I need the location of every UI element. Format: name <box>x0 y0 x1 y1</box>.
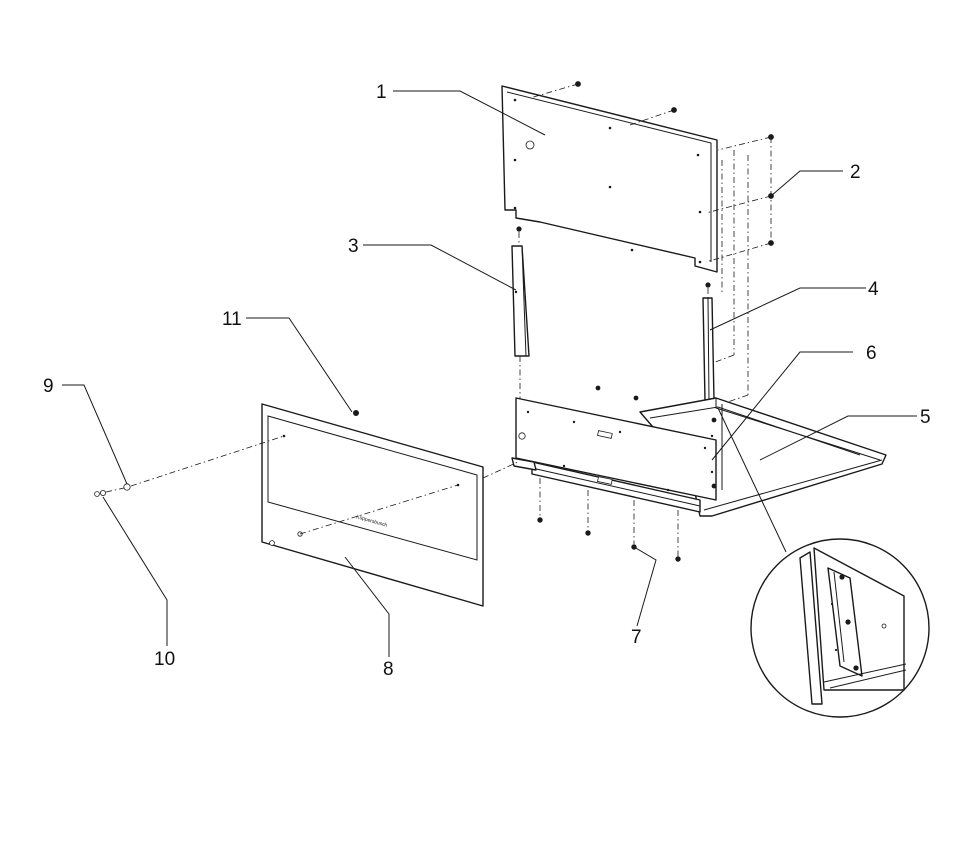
callout-1: 1 <box>376 82 387 103</box>
callout-5: 5 <box>920 407 931 428</box>
part-6-front-strip <box>511 385 717 513</box>
callout-8: 8 <box>383 659 394 680</box>
callout-4: 4 <box>868 279 879 300</box>
callout-11: 11 <box>222 309 242 330</box>
part-10-bolt <box>94 487 125 497</box>
part-3-left-bracket <box>511 226 530 400</box>
part-1-back-panel <box>501 85 718 273</box>
part-11-screw <box>299 409 519 535</box>
part-9-washer <box>123 435 285 491</box>
part-8-glass-panel: Küppersbusch <box>261 403 484 607</box>
detail-magnifier <box>717 407 930 718</box>
callout-labels: 1 2 3 4 5 6 7 8 9 10 11 <box>43 82 931 680</box>
callout-7: 7 <box>631 627 642 648</box>
callout-3: 3 <box>348 236 359 257</box>
callout-6: 6 <box>866 343 877 364</box>
callout-10: 10 <box>154 649 175 670</box>
callout-9: 9 <box>43 376 54 397</box>
callout-2: 2 <box>850 162 861 183</box>
callout-leaders <box>62 90 917 657</box>
